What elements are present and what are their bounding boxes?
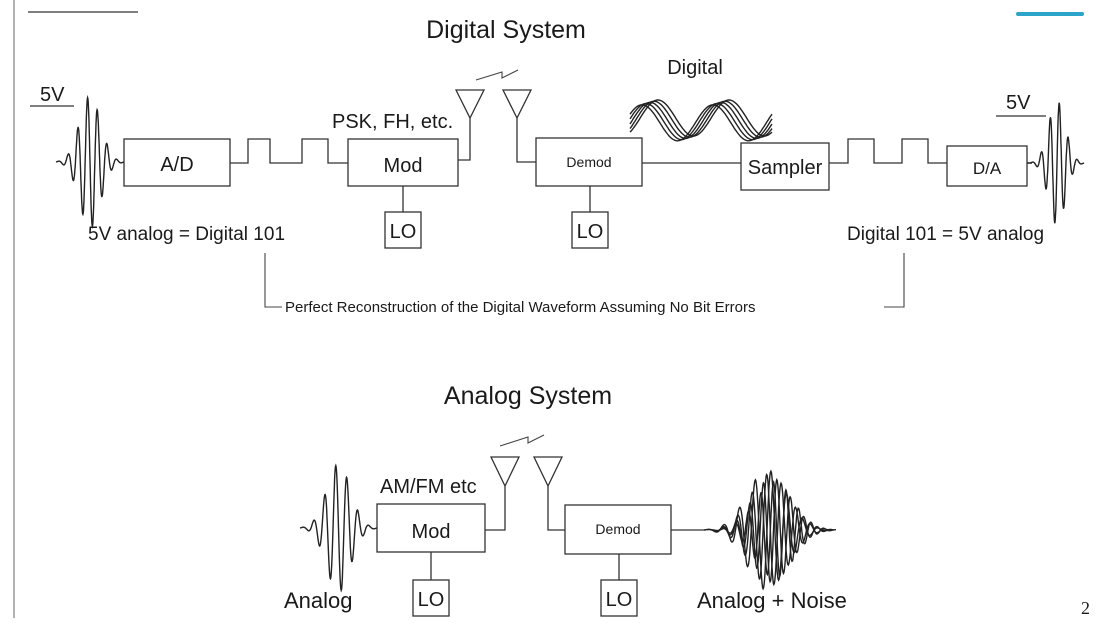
reconstruction-note: Perfect Reconstruction of the Digital Wa… (285, 299, 755, 316)
analog-demod-block (564, 504, 672, 555)
analog-mod-lo-label: LO (418, 589, 445, 611)
digital-demod-block (535, 137, 643, 187)
digital-radio-link-icon (475, 69, 519, 81)
digital-demod-wave-trace (629, 102, 773, 141)
analog-rx-feed (547, 486, 565, 531)
digital-demod-wave-trace (629, 101, 773, 140)
digital-demod-wave-trace (629, 104, 773, 142)
analog-mod-label: Mod (412, 521, 451, 543)
digital-demod-label: Demod (566, 154, 611, 170)
ad-label: A/D (160, 154, 193, 176)
digital-mod-lo-block (384, 211, 422, 249)
digital-mod-lo-label: LO (390, 221, 417, 243)
analog-radio-link-icon (499, 434, 545, 447)
sampler-label: Sampler (748, 157, 823, 179)
reconstruction-bracket-right (884, 253, 905, 308)
analog-demod-lo-block (600, 579, 638, 617)
digital-rx-feed (516, 118, 536, 163)
digital-left-equation: 5V analog = Digital 101 (88, 224, 285, 245)
digital-demod-wave-trace (629, 100, 773, 138)
digital-input-level: 5V (40, 84, 65, 106)
digital-tx-feed (458, 118, 471, 161)
analog-demod-lo-label: LO (606, 589, 633, 611)
digital-signal-label: Digital (667, 57, 723, 79)
da-converter-block (946, 145, 1028, 187)
digital-right-equation: Digital 101 = 5V analog (847, 224, 1044, 245)
analog-output-label: Analog + Noise (697, 588, 847, 613)
analog-tx-antenna-icon (489, 456, 521, 488)
noisy-wave-trace (710, 477, 835, 584)
digital-demod-lo-label: LO (577, 221, 604, 243)
digital-demod-lo-block (571, 211, 609, 249)
digital-bitstream-1 (230, 138, 348, 164)
analog-mod-block (376, 503, 486, 553)
analog-tx-feed (485, 486, 506, 531)
analog-rx-antenna-icon (532, 456, 564, 488)
digital-mod-label: Mod (384, 155, 423, 177)
analog-demod-label: Demod (595, 521, 640, 537)
digital-demod-waveforms (629, 99, 773, 142)
digital-bitstream-2 (829, 138, 947, 164)
digital-tx-antenna-icon (454, 89, 486, 120)
digital-input-waveform (55, 94, 125, 230)
analog-noisy-output-waveform (703, 469, 836, 591)
ad-converter-block (123, 138, 231, 187)
page-number: 2 (1081, 598, 1090, 618)
noisy-wave-trace (713, 479, 836, 579)
analog-mod-scheme: AM/FM etc (380, 476, 477, 498)
digital-system-title: Digital System (426, 16, 586, 44)
digital-rx-antenna-icon (501, 89, 533, 120)
digital-mod-scheme: PSK, FH, etc. (332, 111, 453, 133)
da-label: D/A (973, 159, 1002, 178)
analog-mod-lo-block (412, 579, 450, 617)
analog-input-label: Analog (284, 588, 353, 613)
analog-input-waveform (299, 463, 378, 593)
reconstruction-bracket-left (264, 253, 282, 308)
analog-system-title: Analog System (444, 382, 612, 410)
digital-output-level: 5V (1006, 92, 1031, 114)
digital-output-waveform (1027, 102, 1085, 224)
sampler-block (740, 142, 830, 191)
